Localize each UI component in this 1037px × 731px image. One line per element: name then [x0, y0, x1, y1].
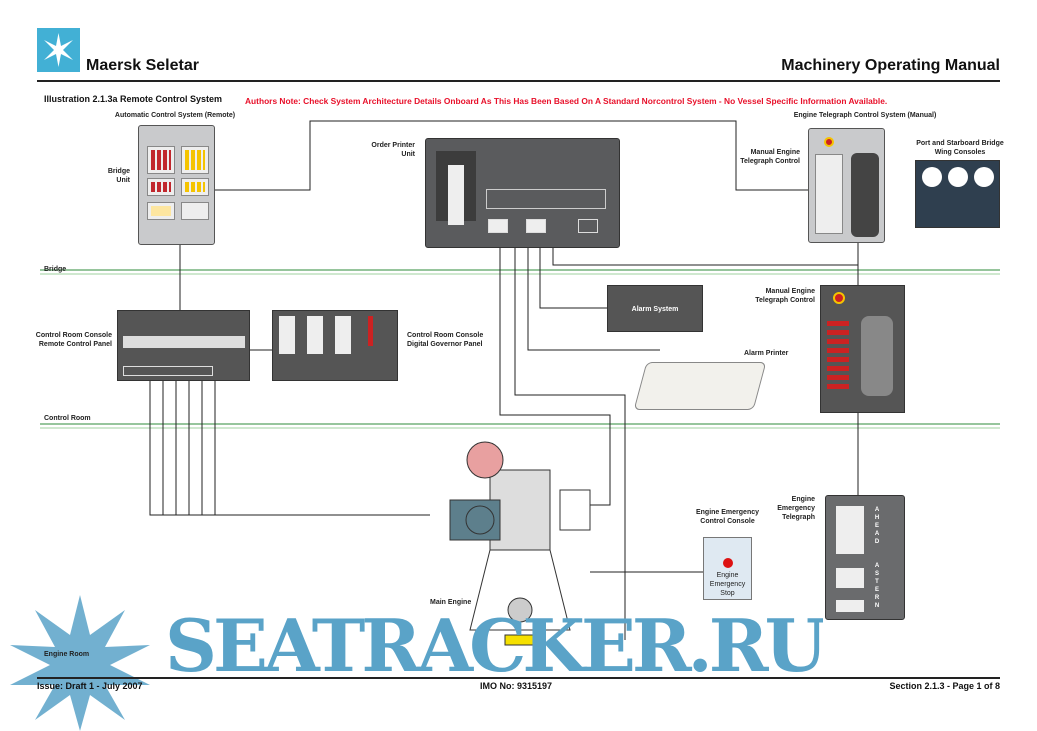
alarm-printer-label: Alarm Printer — [744, 350, 789, 357]
header-rule — [37, 80, 1000, 82]
manual-telegraph-control-room — [820, 285, 905, 413]
bridge-wing-console — [915, 160, 1000, 228]
brand-name: Maersk Seletar — [86, 57, 199, 74]
emergency-stop-button[interactable] — [723, 558, 733, 568]
ahead-label: AHEAD — [874, 507, 880, 545]
main-engine-label: Main Engine — [430, 599, 472, 606]
emergency-control-console: Engine Emergency Stop — [703, 537, 752, 600]
footer-rule — [37, 677, 1000, 679]
order-printer-label: Order Printer Unit — [371, 142, 415, 158]
engine-room-deck-label: Engine Room — [44, 651, 90, 658]
emergency-stop-label: Engine Emergency Stop — [709, 572, 746, 597]
bridge-unit-label: Bridge Unit — [107, 168, 130, 184]
governor-panel-label: Control Room Console Digital Governor Pa… — [407, 332, 484, 348]
manual-telegraph-bridge — [808, 128, 885, 243]
alarm-printer — [633, 362, 767, 410]
bridge-deck-label: Bridge — [44, 266, 67, 273]
remote-panel-label: Control Room Console Remote Control Pane… — [35, 332, 112, 348]
wing-consoles-label: Port and Starboard Bridge Wing Consoles — [916, 140, 1004, 156]
manual-telegraph-label: Manual Engine Telegraph Control — [740, 149, 800, 165]
alarm-system-label: Alarm System — [631, 306, 679, 313]
auto-system-label: Automatic Control System (Remote) — [114, 112, 236, 119]
illustration-title: Illustration 2.1.3a Remote Control Syste… — [44, 94, 223, 104]
digital-governor-panel — [272, 310, 398, 381]
astern-label: ASTERN — [874, 563, 880, 609]
order-printer-unit — [425, 138, 620, 248]
authors-note: Authors Note: Check System Architecture … — [245, 96, 888, 106]
footer-imo: IMO No: 9315197 — [480, 681, 553, 691]
emergency-telegraph: AHEAD ASTERN — [825, 495, 905, 620]
emergency-telegraph-label: Engine Emergency Telegraph — [777, 496, 815, 521]
emergency-console-label: Engine Emergency Control Console — [695, 509, 760, 525]
manual-title: Machinery Operating Manual — [781, 57, 1000, 74]
manual-telegraph-cr-label: Manual Engine Telegraph Control — [755, 288, 815, 304]
alarm-system-box: Alarm System — [607, 285, 703, 332]
main-engine-drawing — [449, 441, 591, 646]
footer-section: Section 2.1.3 - Page 1 of 8 — [889, 681, 1000, 691]
bridge-unit-panel — [138, 125, 215, 245]
control-room-deck-label: Control Room — [44, 415, 91, 422]
watermark-text: SEATRACKER.RU — [165, 610, 824, 674]
remote-control-panel — [117, 310, 250, 381]
star-icon — [44, 33, 73, 67]
telegraph-system-label: Engine Telegraph Control System (Manual) — [793, 112, 937, 119]
maersk-logo — [37, 28, 80, 72]
sunburst-watermark-icon — [10, 595, 150, 731]
footer-issue: Issue: Draft 1 - July 2007 — [37, 681, 143, 691]
